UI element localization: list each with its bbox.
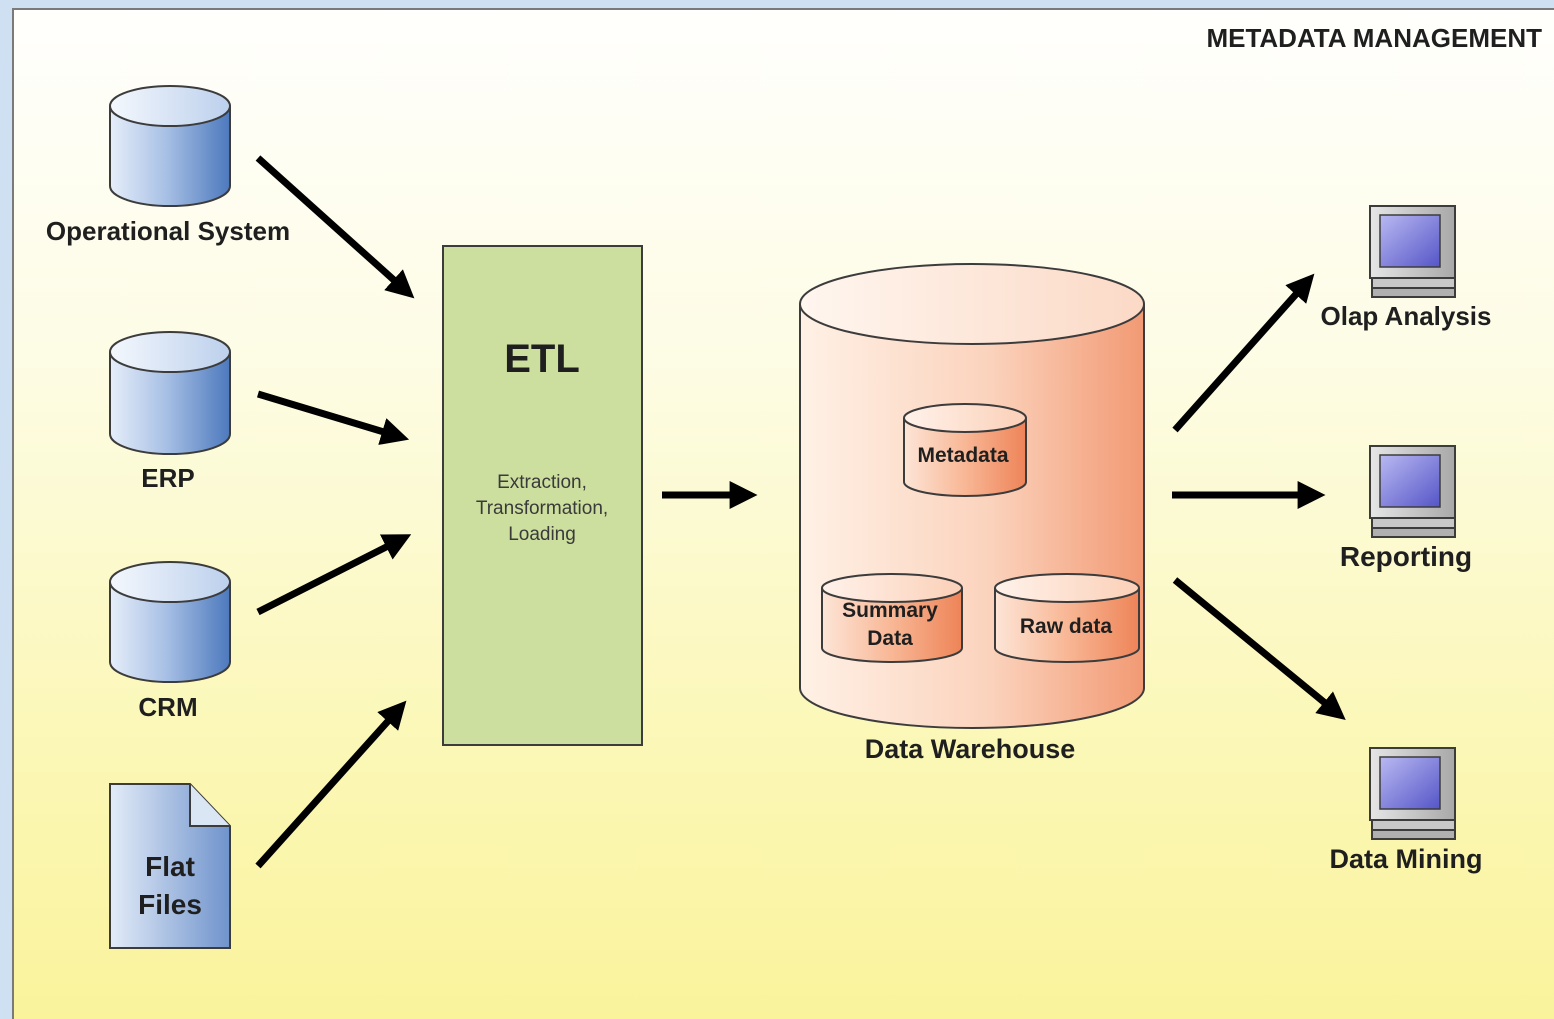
output-data-mining: Data Mining: [1330, 747, 1483, 874]
raw-data-label: Raw data: [1020, 615, 1113, 638]
metadata-label: Metadata: [917, 444, 1008, 467]
data-warehouse: Data Warehouse Metadata Summary Data: [799, 263, 1145, 764]
output-label: Data Mining: [1330, 844, 1483, 874]
source-operational-system: Operational System: [46, 85, 290, 246]
source-label: CRM: [138, 692, 197, 722]
raw-data-store: Raw data: [994, 573, 1140, 663]
warehouse-label: Data Warehouse: [865, 734, 1076, 764]
source-label: ERP: [141, 463, 194, 493]
source-erp: ERP: [109, 331, 231, 493]
etl-box: ETL Extraction, Transformation, Loading: [442, 245, 643, 746]
etl-title: ETL: [504, 337, 580, 381]
database-icon: [109, 561, 231, 683]
database-icon: [821, 573, 963, 663]
computer-icon: [1369, 747, 1456, 840]
etl-subtitle-line-2: Transformation,: [476, 498, 608, 519]
output-label: Reporting: [1340, 541, 1472, 572]
database-icon: [109, 331, 231, 455]
database-icon: [903, 403, 1027, 497]
etl-subtitle-line-3: Loading: [508, 524, 576, 545]
output-olap-analysis: Olap Analysis: [1321, 205, 1492, 331]
arrow-operational-to-etl: [255, 155, 415, 299]
arrows-warehouse-to-outputs: [1172, 273, 1346, 720]
database-icon: [994, 573, 1140, 663]
output-label: Olap Analysis: [1321, 301, 1492, 331]
arrow-flatfiles-to-etl: [255, 700, 407, 869]
arrow-to-olap: [1172, 273, 1315, 433]
summary-data-store: Summary Data: [821, 573, 963, 663]
arrow-erp-to-etl: [256, 390, 410, 445]
page-title: METADATA MANAGEMENT: [1206, 23, 1542, 53]
file-icon: [109, 783, 231, 949]
database-icon: [109, 85, 231, 207]
etl-subtitle-line-1: Extraction,: [497, 472, 587, 493]
computer-icon: [1369, 445, 1456, 538]
source-label: Operational System: [46, 216, 290, 246]
output-reporting: Reporting: [1340, 445, 1472, 572]
source-label-line-1: Flat: [145, 851, 195, 882]
source-crm: CRM: [109, 561, 231, 722]
computer-icon: [1369, 205, 1456, 298]
metadata-store: Metadata: [903, 403, 1027, 497]
arrow-to-data-mining: [1172, 577, 1346, 720]
summary-label-line-1: Summary: [842, 599, 938, 622]
summary-label-line-2: Data: [867, 627, 913, 650]
source-flat-files: Flat Files: [109, 783, 231, 949]
arrows-sources-to-etl: [255, 155, 415, 869]
arrow-crm-to-etl: [256, 534, 412, 616]
source-label-line-2: Files: [138, 889, 202, 920]
